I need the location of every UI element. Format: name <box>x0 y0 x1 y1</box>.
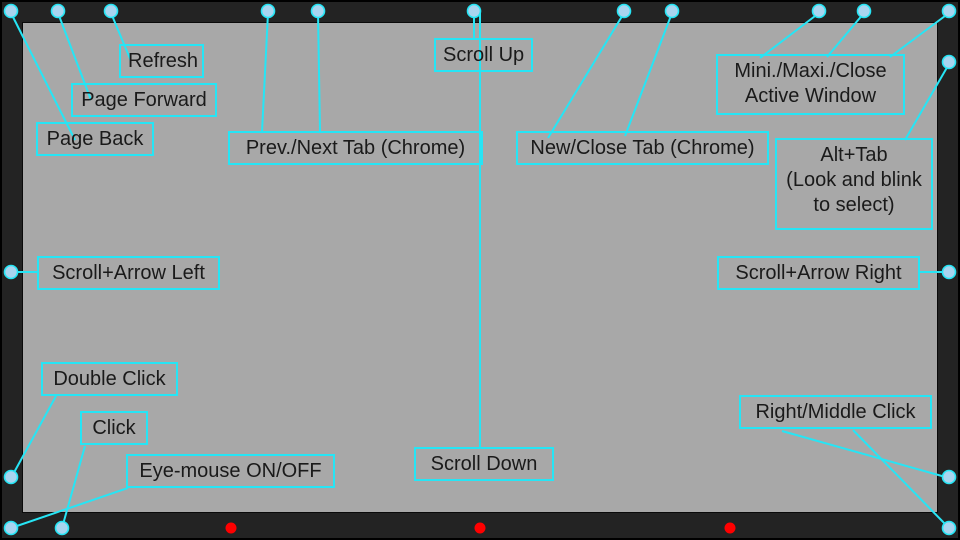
annotation-label-click: Click <box>80 411 148 445</box>
annotation-label-scroll-arrow-right: Scroll+Arrow Right <box>717 256 920 290</box>
annotation-label-scroll-arrow-left: Scroll+Arrow Left <box>37 256 220 290</box>
annotation-label-new-close-tab: New/Close Tab (Chrome) <box>516 131 769 165</box>
annotation-label-right-middle-click: Right/Middle Click <box>739 395 932 429</box>
annotation-label-eye-mouse-toggle: Eye-mouse ON/OFF <box>126 454 335 488</box>
annotation-label-double-click: Double Click <box>41 362 178 396</box>
annotation-label-page-back: Page Back <box>36 122 154 156</box>
annotation-label-scroll-down: Scroll Down <box>414 447 554 481</box>
annotation-label-window-controls: Mini./Maxi./Close Active Window <box>716 54 905 115</box>
annotation-label-refresh: Refresh <box>119 44 204 78</box>
annotation-label-scroll-up: Scroll Up <box>434 38 533 72</box>
annotation-label-page-forward: Page Forward <box>71 83 217 117</box>
annotation-label-alt-tab: Alt+Tab (Look and blink to select) <box>775 138 933 230</box>
annotation-label-prev-next-tab: Prev./Next Tab (Chrome) <box>228 131 483 165</box>
